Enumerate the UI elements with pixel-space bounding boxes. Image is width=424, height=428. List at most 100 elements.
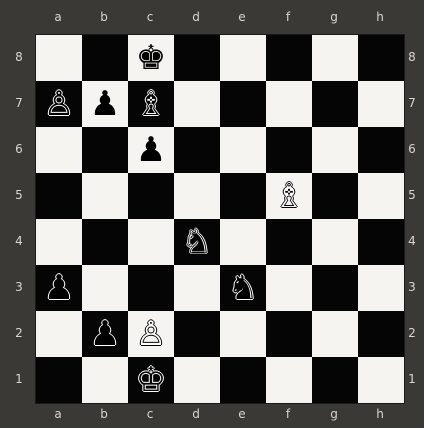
- square-h3[interactable]: [358, 265, 404, 311]
- square-a1[interactable]: [36, 357, 82, 403]
- rank-label-left-8: 8: [9, 51, 29, 63]
- file-label-top-a: a: [48, 11, 68, 23]
- square-h7[interactable]: [358, 81, 404, 127]
- square-b2[interactable]: ♟: [82, 311, 128, 357]
- file-label-bottom-d: d: [186, 408, 206, 420]
- file-label-bottom-f: f: [278, 408, 298, 420]
- file-label-top-e: e: [232, 11, 252, 23]
- square-f3[interactable]: [266, 265, 312, 311]
- rank-label-left-5: 5: [9, 189, 29, 201]
- square-g4[interactable]: [312, 219, 358, 265]
- file-label-top-b: b: [94, 11, 114, 23]
- square-c4[interactable]: [128, 219, 174, 265]
- white-knight-d4[interactable]: ♘: [182, 219, 212, 265]
- square-c1[interactable]: ♔: [128, 357, 174, 403]
- rank-label-right-7: 7: [402, 97, 422, 109]
- square-e2[interactable]: [220, 311, 266, 357]
- square-h2[interactable]: [358, 311, 404, 357]
- square-f8[interactable]: [266, 35, 312, 81]
- white-bishop-c7[interactable]: ♗: [136, 81, 166, 127]
- square-h6[interactable]: [358, 127, 404, 173]
- square-h4[interactable]: [358, 219, 404, 265]
- rank-label-right-4: 4: [402, 235, 422, 247]
- square-d6[interactable]: [174, 127, 220, 173]
- rank-label-left-1: 1: [9, 373, 29, 385]
- square-c2[interactable]: ♙: [128, 311, 174, 357]
- square-d1[interactable]: [174, 357, 220, 403]
- black-knight-e3[interactable]: ♞: [228, 265, 258, 311]
- rank-label-right-2: 2: [402, 327, 422, 339]
- square-h1[interactable]: [358, 357, 404, 403]
- file-label-bottom-b: b: [94, 408, 114, 420]
- square-g1[interactable]: [312, 357, 358, 403]
- square-f5[interactable]: ♗: [266, 173, 312, 219]
- square-c3[interactable]: [128, 265, 174, 311]
- square-a6[interactable]: [36, 127, 82, 173]
- square-e7[interactable]: [220, 81, 266, 127]
- square-f4[interactable]: [266, 219, 312, 265]
- white-pawn-c2[interactable]: ♙: [136, 311, 166, 357]
- square-d2[interactable]: [174, 311, 220, 357]
- rank-label-left-6: 6: [9, 143, 29, 155]
- square-g6[interactable]: [312, 127, 358, 173]
- square-a8[interactable]: [36, 35, 82, 81]
- square-c6[interactable]: ♟: [128, 127, 174, 173]
- square-b3[interactable]: [82, 265, 128, 311]
- square-d3[interactable]: [174, 265, 220, 311]
- square-c8[interactable]: ♚: [128, 35, 174, 81]
- square-g8[interactable]: [312, 35, 358, 81]
- square-g3[interactable]: [312, 265, 358, 311]
- square-e5[interactable]: [220, 173, 266, 219]
- file-label-bottom-e: e: [232, 408, 252, 420]
- file-label-top-c: c: [140, 11, 160, 23]
- square-a3[interactable]: ♟: [36, 265, 82, 311]
- square-b1[interactable]: [82, 357, 128, 403]
- square-e3[interactable]: ♞: [220, 265, 266, 311]
- white-king-c1[interactable]: ♔: [136, 357, 166, 403]
- square-g7[interactable]: [312, 81, 358, 127]
- rank-label-left-4: 4: [9, 235, 29, 247]
- black-pawn-c6[interactable]: ♟: [136, 127, 166, 173]
- square-a5[interactable]: [36, 173, 82, 219]
- rank-label-right-5: 5: [402, 189, 422, 201]
- square-d5[interactable]: [174, 173, 220, 219]
- black-pawn-b2[interactable]: ♟: [90, 311, 120, 357]
- square-b4[interactable]: [82, 219, 128, 265]
- square-c7[interactable]: ♗: [128, 81, 174, 127]
- black-king-c8[interactable]: ♚: [136, 35, 166, 81]
- square-e8[interactable]: [220, 35, 266, 81]
- square-h5[interactable]: [358, 173, 404, 219]
- square-f2[interactable]: [266, 311, 312, 357]
- square-e1[interactable]: [220, 357, 266, 403]
- rank-label-left-2: 2: [9, 327, 29, 339]
- square-f7[interactable]: [266, 81, 312, 127]
- white-pawn-a7[interactable]: ♙: [44, 81, 74, 127]
- square-b5[interactable]: [82, 173, 128, 219]
- square-a2[interactable]: [36, 311, 82, 357]
- square-e4[interactable]: [220, 219, 266, 265]
- rank-label-left-3: 3: [9, 281, 29, 293]
- square-a4[interactable]: [36, 219, 82, 265]
- black-pawn-a3[interactable]: ♟: [44, 265, 74, 311]
- square-b7[interactable]: ♟: [82, 81, 128, 127]
- square-b6[interactable]: [82, 127, 128, 173]
- square-g2[interactable]: [312, 311, 358, 357]
- square-a7[interactable]: ♙: [36, 81, 82, 127]
- square-d8[interactable]: [174, 35, 220, 81]
- square-c5[interactable]: [128, 173, 174, 219]
- rank-label-left-7: 7: [9, 97, 29, 109]
- file-label-top-h: h: [370, 11, 390, 23]
- white-bishop-f5[interactable]: ♗: [274, 173, 304, 219]
- square-f6[interactable]: [266, 127, 312, 173]
- black-pawn-b7[interactable]: ♟: [90, 81, 120, 127]
- square-e6[interactable]: [220, 127, 266, 173]
- square-d4[interactable]: ♘: [174, 219, 220, 265]
- square-d7[interactable]: [174, 81, 220, 127]
- square-h8[interactable]: [358, 35, 404, 81]
- chessboard: ♚♙♟♗♟♗♘♟♞♟♙♔: [35, 34, 405, 404]
- file-label-top-f: f: [278, 11, 298, 23]
- square-f1[interactable]: [266, 357, 312, 403]
- square-b8[interactable]: [82, 35, 128, 81]
- square-g5[interactable]: [312, 173, 358, 219]
- file-label-top-g: g: [324, 11, 344, 23]
